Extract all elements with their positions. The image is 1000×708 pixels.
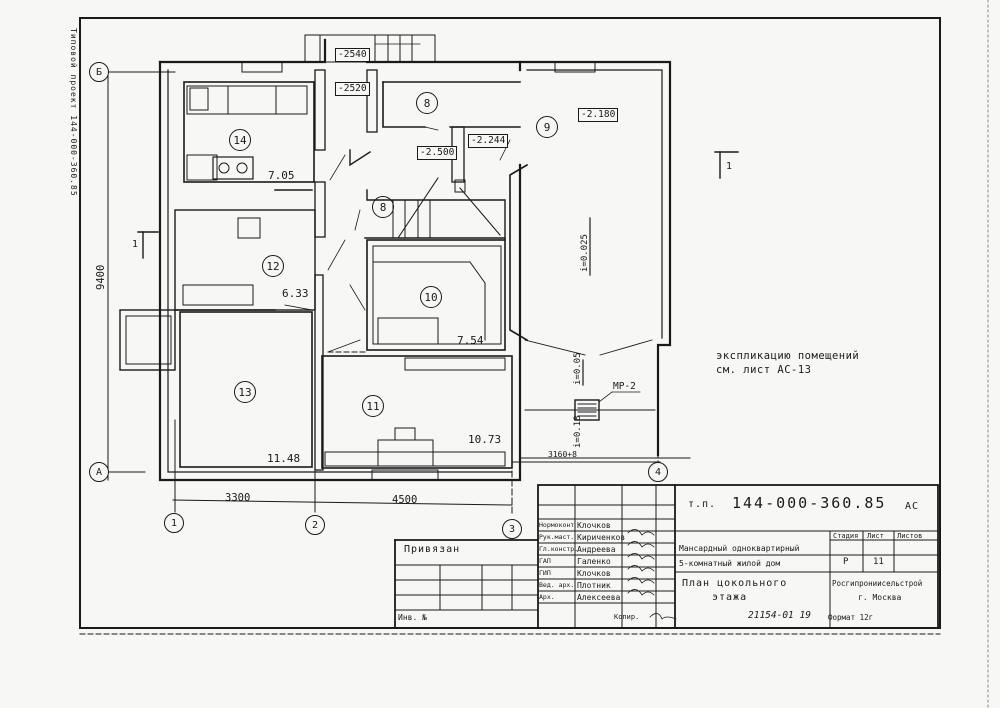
axis-marker-1: 1	[164, 513, 184, 533]
stage-header: Стадия	[833, 532, 859, 540]
project-code: 144-000-360.85	[732, 494, 887, 512]
section-mark-label: 1	[132, 239, 139, 250]
elevation-mark: -2.500	[417, 146, 458, 160]
staff-role: Арх.	[539, 593, 555, 601]
room-area-10: 7.54	[457, 334, 484, 347]
axis-marker-4: 4	[648, 462, 668, 482]
dimension-9400: 9400	[95, 264, 107, 290]
staff-name: Алексеева	[577, 593, 621, 602]
staff-role: ГАП	[539, 557, 551, 565]
elevation-mark: -2540	[335, 48, 370, 62]
privyazan-label: Привязан	[404, 544, 461, 555]
axis-marker-a: А	[89, 462, 109, 482]
project-code-prefix: т.п.	[688, 499, 717, 510]
room-number-8-stair: 8	[372, 196, 394, 218]
slope-label: i=0.18	[573, 415, 583, 448]
room-number-9: 9	[536, 116, 558, 138]
axis-marker-3: 3	[502, 519, 522, 539]
staff-role: Гл.констр.	[539, 545, 579, 553]
staff-role: Рук.маст.	[539, 533, 575, 541]
room-area-11: 10.73	[468, 433, 502, 446]
sheet-number: 11	[873, 557, 884, 567]
staff-role: ГИП	[539, 569, 551, 577]
staff-name: Клочков	[577, 521, 611, 530]
room-number-13: 13	[234, 381, 256, 403]
project-description-line2: 5-комнатный жилой дом	[679, 559, 781, 568]
sheet-header: Лист	[867, 532, 884, 540]
elevation-mark: -2.180	[578, 108, 619, 122]
room-number-11: 11	[362, 395, 384, 417]
staff-name: Плотник	[577, 581, 611, 590]
explication-note-line2: см. лист АС-13	[716, 364, 812, 376]
project-description-line1: Мансардный одноквартирный	[679, 544, 800, 553]
equipment-label: МР-2	[613, 381, 636, 392]
staff-name: Кириченков	[577, 533, 626, 542]
staff-role: Нормоконт	[539, 521, 575, 529]
dimension-3300: 3300	[225, 492, 251, 504]
staff-role: Вед. арх.	[539, 581, 575, 589]
room-area-14: 7.05	[268, 169, 295, 182]
staff-name: Галенко	[577, 557, 611, 566]
room-number-14: 14	[229, 129, 251, 151]
slope-label: i=0.025	[580, 234, 590, 272]
dimension-small: 3160+8	[548, 450, 577, 459]
staff-name: Клочков	[577, 569, 611, 578]
copied-label: Копир.	[614, 613, 640, 621]
axis-marker-2: 2	[305, 515, 325, 535]
axis-marker-b: Б	[89, 62, 109, 82]
room-number-8-upper: 8	[416, 92, 438, 114]
explication-note-line1: экспликацию помещений	[716, 350, 860, 362]
section-mark-label: 1	[726, 161, 733, 172]
room-number-12: 12	[262, 255, 284, 277]
room-area-13: 11.48	[267, 452, 301, 465]
sheet-title-line2: этажа	[712, 592, 748, 603]
stage-value: Р	[843, 557, 849, 567]
organization-city: г. Москва	[858, 593, 902, 602]
margin-text: Типовой проект 144-000-360.85	[69, 28, 78, 197]
format-label: Формат 12г	[828, 613, 874, 622]
inventory-number-label: Инв. №	[398, 613, 427, 622]
elevation-mark: -2.244	[468, 134, 509, 148]
room-area-12: 6.33	[282, 287, 309, 300]
sheet-title-line1: План цокольного	[682, 578, 788, 589]
slope-label: i=0.05	[573, 352, 583, 385]
room-number-10: 10	[420, 286, 442, 308]
sheets-header: Листов	[897, 532, 923, 540]
order-number: 21154-01 19	[748, 610, 811, 621]
section-code: АС	[905, 501, 920, 512]
organization-name: Росгипрониисельстрой	[832, 579, 923, 588]
dimension-4500: 4500	[392, 494, 418, 506]
elevation-mark: -2520	[335, 82, 370, 96]
staff-name: Андреева	[577, 545, 616, 554]
